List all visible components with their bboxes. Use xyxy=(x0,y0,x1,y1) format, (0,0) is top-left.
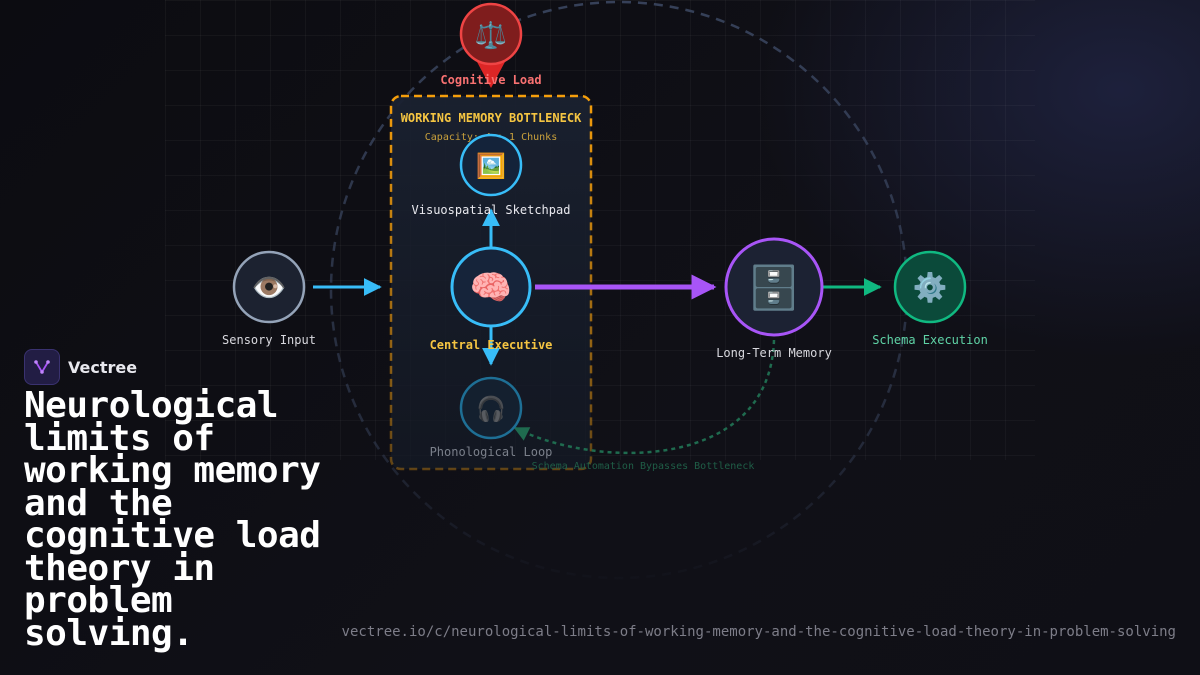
visuospatial-label: Visuospatial Sketchpad xyxy=(412,203,571,217)
schema-execution-label: Schema Execution xyxy=(872,333,988,347)
visuospatial-node xyxy=(459,133,523,197)
headphones-icon: 🎧 xyxy=(476,395,506,423)
brand: Vectree xyxy=(24,349,138,385)
vectree-logo-icon xyxy=(24,349,60,385)
balance-scale-icon: ⚖️ xyxy=(475,20,507,51)
brand-name: Vectree xyxy=(68,357,138,377)
grid-backdrop xyxy=(165,0,1035,460)
cognitive-load-label: Cognitive Load xyxy=(440,73,541,87)
phonological-label: Phonological Loop xyxy=(430,445,553,459)
bypass-label: Schema Automation Bypasses Bottleneck xyxy=(532,461,755,472)
framed-picture-icon: 🖼️ xyxy=(476,152,506,180)
file-cabinet-icon: 🗄️ xyxy=(748,263,800,312)
central-executive-label: Central Executive xyxy=(430,338,553,352)
eye-icon: 👁️ xyxy=(252,271,287,304)
phonological-node xyxy=(459,376,523,440)
bottleneck-title: WORKING MEMORY BOTTLENECK xyxy=(401,111,582,125)
sensory-input-node xyxy=(232,250,306,324)
central-executive-node xyxy=(450,246,532,328)
brain-icon: 🧠 xyxy=(470,268,512,308)
arrow-schema-bypass xyxy=(513,339,776,455)
schema-execution-node xyxy=(893,250,967,324)
cognitive-load-node xyxy=(459,2,523,66)
page-url[interactable]: vectree.io/c/neurological-limits-of-work… xyxy=(341,624,1176,640)
long-term-memory-node xyxy=(724,237,824,337)
long-term-memory-label: Long-Term Memory xyxy=(716,346,832,360)
sensory-input-label: Sensory Input xyxy=(222,333,316,347)
page-title: Neurological limits of working memory an… xyxy=(24,385,321,654)
gear-icon: ⚙️ xyxy=(913,271,948,304)
cognitive-load-pin-tail xyxy=(476,60,506,88)
